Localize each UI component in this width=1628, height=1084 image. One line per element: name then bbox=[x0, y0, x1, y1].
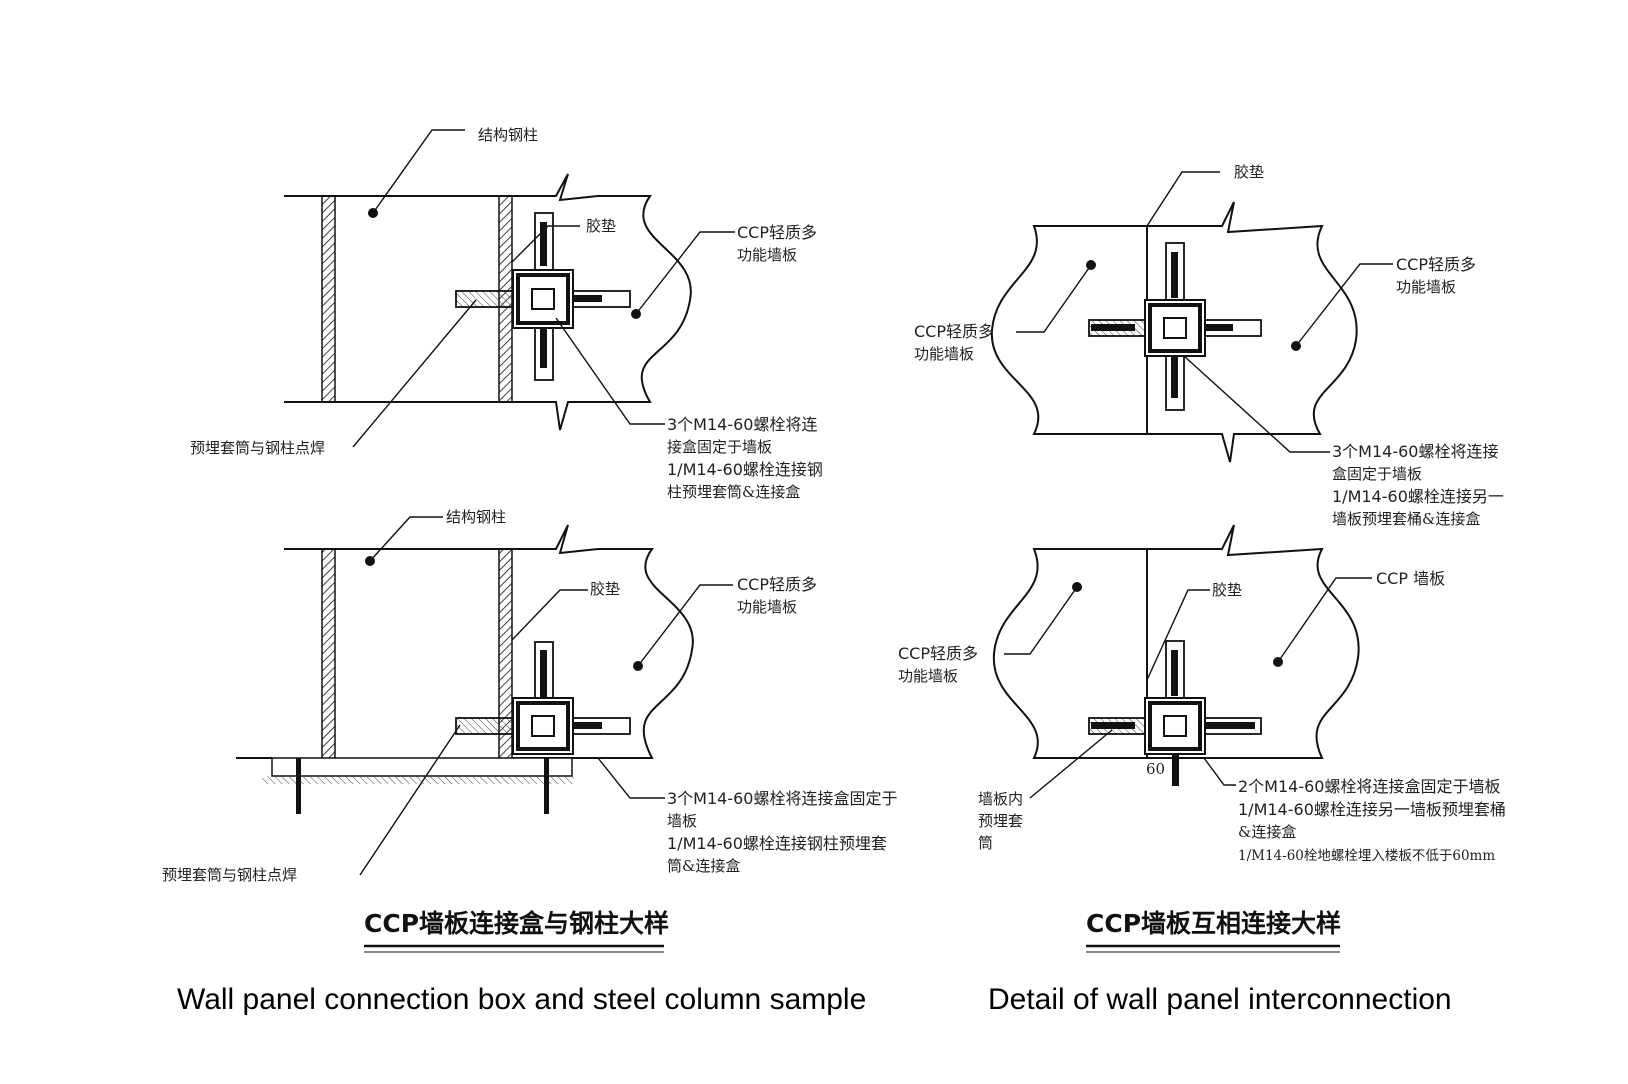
bolt-note-1: 3个M14-60螺栓将连 bbox=[667, 415, 817, 434]
bolt-note-2: 接盒固定于墙板 bbox=[667, 438, 772, 456]
sleeve-label-line1: 墙板内 bbox=[978, 790, 1023, 808]
bolt-note-2: 墙板 bbox=[667, 812, 697, 830]
left-top-detail: 结构钢柱 胶垫 CCP轻质多 功能墙板 预埋套筒与钢柱点焊 3个M14-60螺栓… bbox=[190, 126, 823, 501]
bolt-note-3: 1/M14-60螺栓连接钢 bbox=[667, 460, 823, 479]
floor-slab bbox=[271, 757, 573, 777]
panel-right-line2: 功能墙板 bbox=[1396, 278, 1456, 296]
right-title: CCP墙板互相连接大样 bbox=[1086, 909, 1341, 938]
panel-left-line1: CCP轻质多 bbox=[914, 322, 994, 341]
bolt-note-3: &连接盒 bbox=[1238, 823, 1296, 841]
right-top-detail: 胶垫 CCP轻质多 功能墙板 CCP轻质多 功能墙板 3个M14-60螺栓将连接… bbox=[914, 163, 1504, 528]
panel-outline bbox=[990, 201, 1358, 463]
right-caption: Detail of wall panel interconnection bbox=[988, 983, 1452, 1016]
panel-label-line1: CCP轻质多 bbox=[737, 223, 817, 242]
panel-right-line1: CCP轻质多 bbox=[1396, 255, 1476, 274]
panel-outline bbox=[284, 524, 694, 759]
column-flange-left bbox=[321, 195, 336, 403]
left-caption: Wall panel connection box and steel colu… bbox=[177, 983, 867, 1016]
bolt-note-3: 1/M14-60螺栓连接钢柱预埋套 bbox=[667, 834, 887, 853]
panel-outline bbox=[992, 524, 1360, 759]
pad-label: 胶垫 bbox=[1212, 581, 1242, 599]
bolt-note-1: 2个M14-60螺栓将连接盒固定于墙板 bbox=[1238, 777, 1500, 796]
left-title: CCP墙板连接盒与钢柱大样 bbox=[364, 909, 669, 938]
bolt-note-2: 1/M14-60螺栓连接另一墙板预埋套桶 bbox=[1238, 800, 1506, 819]
right-bottom-detail: 胶垫 CCP 墙板 CCP轻质多 功能墙板 墙板内 预埋套 筒 60 2个M14… bbox=[898, 524, 1506, 864]
panel-left-line2: 功能墙板 bbox=[898, 667, 958, 685]
bolt-note-3: 1/M14-60螺栓连接另一 bbox=[1332, 487, 1504, 506]
bolt-note-4: 1/M14-60栓地螺栓埋入楼板不低于60mm bbox=[1238, 848, 1495, 864]
panel-label-line2: 功能墙板 bbox=[737, 246, 797, 264]
pad-label: 胶垫 bbox=[1234, 163, 1264, 181]
column-label: 结构钢柱 bbox=[446, 508, 506, 526]
panel-outline bbox=[284, 173, 692, 431]
panel-left-line1: CCP轻质多 bbox=[898, 644, 978, 663]
panel-label-line2: 功能墙板 bbox=[737, 598, 797, 616]
sleeve-label-line2: 预埋套 bbox=[978, 812, 1023, 830]
dimension-label: 60 bbox=[1146, 760, 1165, 778]
pad-label: 胶垫 bbox=[590, 580, 620, 598]
connection-box bbox=[455, 641, 631, 755]
weld-label: 预埋套筒与钢柱点焊 bbox=[190, 439, 325, 457]
left-bottom-detail: 结构钢柱 胶垫 CCP轻质多 功能墙板 预埋套筒与钢柱点焊 3个M14-60螺栓… bbox=[162, 508, 897, 884]
bolt-note-4: 柱预埋套筒&连接盒 bbox=[667, 483, 800, 501]
column-label: 结构钢柱 bbox=[478, 126, 538, 144]
bolt-note-1: 3个M14-60螺栓将连接盒固定于 bbox=[667, 789, 897, 808]
connection-box bbox=[1088, 640, 1262, 786]
sleeve-label-line3: 筒 bbox=[978, 834, 993, 852]
bolt-note-4: 墙板预埋套桶&连接盒 bbox=[1332, 510, 1480, 528]
weld-label: 预埋套筒与钢柱点焊 bbox=[162, 866, 297, 884]
panel-right-label: CCP 墙板 bbox=[1376, 569, 1445, 588]
connection-box bbox=[455, 212, 631, 381]
bolt-note-4: 筒&连接盒 bbox=[667, 857, 740, 875]
pad-label: 胶垫 bbox=[586, 217, 616, 235]
panel-left-line2: 功能墙板 bbox=[914, 345, 974, 363]
bolt-note-1: 3个M14-60螺栓将连接 bbox=[1332, 442, 1498, 461]
connection-box bbox=[1088, 242, 1262, 411]
panel-label-line1: CCP轻质多 bbox=[737, 575, 817, 594]
bolt-note-2: 盒固定于墙板 bbox=[1332, 465, 1422, 483]
